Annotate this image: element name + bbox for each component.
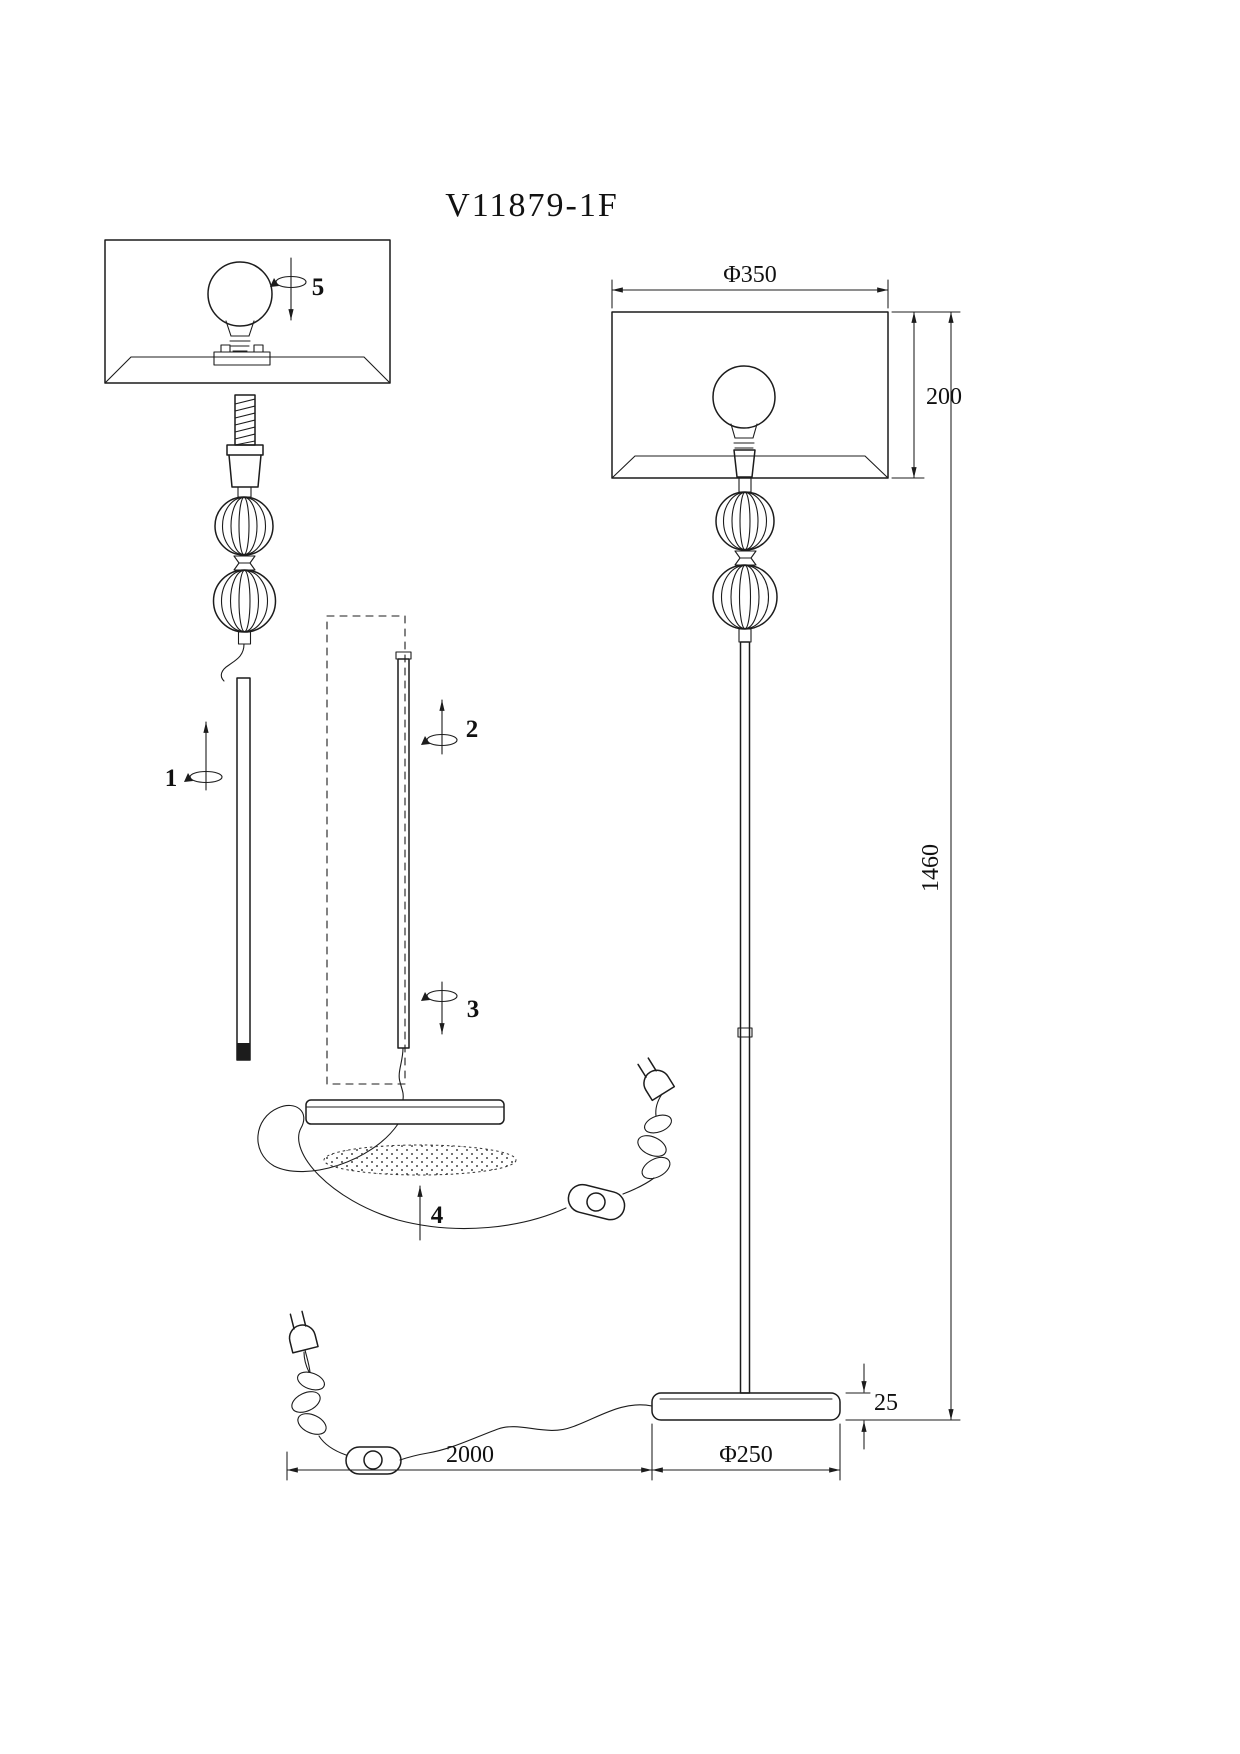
lamp-socket-exploded — [226, 444, 264, 488]
dim-cable-length: 2000 — [286, 1442, 653, 1481]
dim-total-height: 1460 — [845, 311, 961, 1421]
light-bulb-icon — [207, 261, 273, 352]
cable-switch-to-coil-exploded — [622, 1177, 655, 1195]
assembled-lamp-view — [288, 311, 889, 1475]
step-4-indicator: 4 — [417, 1185, 444, 1241]
threaded-tube — [234, 394, 256, 446]
dim-total-height-label: 1460 — [918, 844, 944, 892]
dim-cable-length-label: 2000 — [446, 1442, 494, 1468]
dim-base-diameter-label: Φ250 — [719, 1442, 773, 1468]
step-3-label: 3 — [467, 996, 480, 1023]
dim-base-height: 25 — [845, 1363, 898, 1450]
power-plug-icon — [288, 1310, 319, 1354]
upper-pole-exploded — [395, 651, 412, 1101]
dim-shade-diameter-label: Φ350 — [723, 262, 777, 288]
dim-base-diameter: Φ250 — [651, 1423, 841, 1481]
lamp-base — [651, 1392, 841, 1421]
lamp-pole — [737, 641, 753, 1394]
step-4-label: 4 — [431, 1202, 444, 1229]
power-plug-exploded-icon — [637, 1057, 676, 1102]
coiled-cable — [291, 1349, 327, 1435]
base-plate-exploded — [305, 1099, 505, 1125]
step-1-label: 1 — [165, 765, 178, 792]
dim-shade-height-label: 200 — [926, 384, 962, 410]
page-title: V11879-1F — [445, 187, 619, 224]
decorative-spheres-exploded — [212, 486, 277, 682]
step-5-label: 5 — [312, 274, 325, 301]
exploded-view: 5 — [104, 239, 676, 1241]
dim-base-height-label: 25 — [874, 1390, 898, 1416]
packaging-outline-dashed — [326, 615, 406, 1085]
lower-pole-exploded — [236, 677, 251, 1061]
power-cable — [399, 1404, 653, 1461]
decorative-spheres-assembled — [712, 476, 778, 643]
light-bulb-assembled-icon — [712, 365, 776, 478]
foot-switch-exploded — [567, 1183, 626, 1221]
dim-shade-diameter: Φ350 — [611, 262, 889, 309]
step-1-indicator: 1 — [165, 721, 223, 792]
dim-shade-height: 200 — [891, 311, 962, 479]
power-cable-exploded — [257, 1104, 567, 1230]
step-5-indicator: 5 — [270, 257, 325, 321]
step-3-indicator: 3 — [421, 981, 480, 1035]
exploded-shade — [104, 239, 391, 384]
floor-stipple-area — [323, 1144, 517, 1176]
step-2-indicator: 2 — [421, 699, 479, 755]
dimension-annotations: Φ350 200 1460 25 Φ250 — [286, 262, 962, 1481]
lamp-shade — [611, 311, 889, 479]
coiled-cable-exploded — [637, 1093, 672, 1180]
step-2-label: 2 — [466, 716, 479, 743]
cable-switch-to-coil — [318, 1435, 347, 1456]
